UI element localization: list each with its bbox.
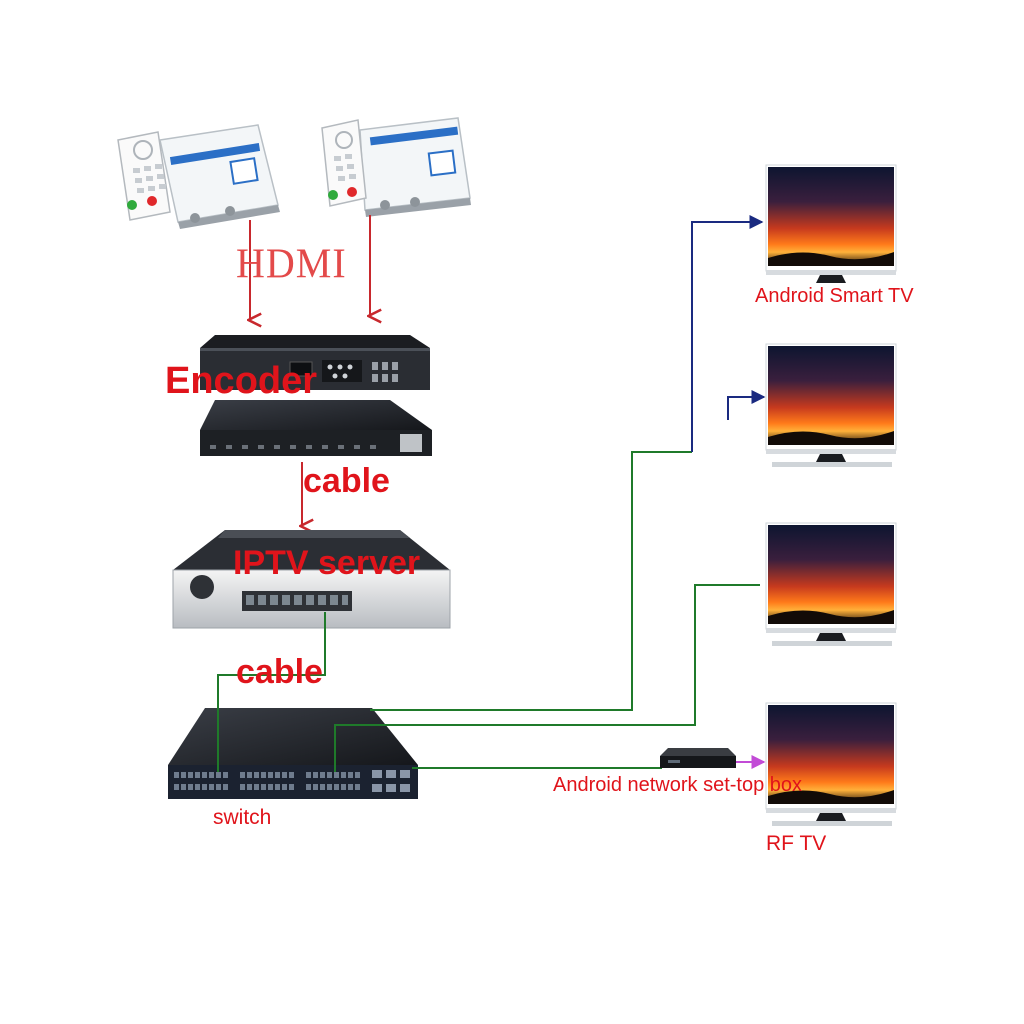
arrow-to-tv-2	[727, 390, 766, 420]
tv-rf	[765, 702, 897, 826]
network-cables	[217, 451, 760, 772]
iptv-server	[172, 530, 451, 629]
label-iptv-server: IPTV server	[233, 544, 421, 582]
label-cable-encoder-server: cable	[303, 462, 390, 500]
tv-1	[765, 164, 897, 283]
label-cable-server-switch: cable	[236, 653, 323, 691]
network-switch	[168, 708, 418, 799]
encoder	[200, 335, 432, 456]
cable-server-to-switch	[217, 612, 326, 772]
label-switch: switch	[213, 806, 272, 829]
satellite-receiver-1	[117, 124, 280, 229]
cable-switch-to-tv1	[370, 451, 692, 711]
tv-3	[765, 522, 897, 646]
label-rf-tv: RF TV	[766, 832, 827, 855]
cable-switch-to-tv3	[334, 584, 760, 772]
tv-2	[765, 343, 897, 467]
label-encoder: Encoder	[165, 360, 318, 402]
label-android-set-top-box: Android network set-top box	[553, 774, 803, 796]
label-android-smart-tv: Android Smart TV	[755, 285, 914, 307]
set-top-box	[660, 748, 736, 768]
label-hdmi: HDMI	[236, 239, 347, 288]
satellite-receiver-2	[321, 117, 471, 217]
arrow-to-tv-1	[691, 215, 764, 452]
